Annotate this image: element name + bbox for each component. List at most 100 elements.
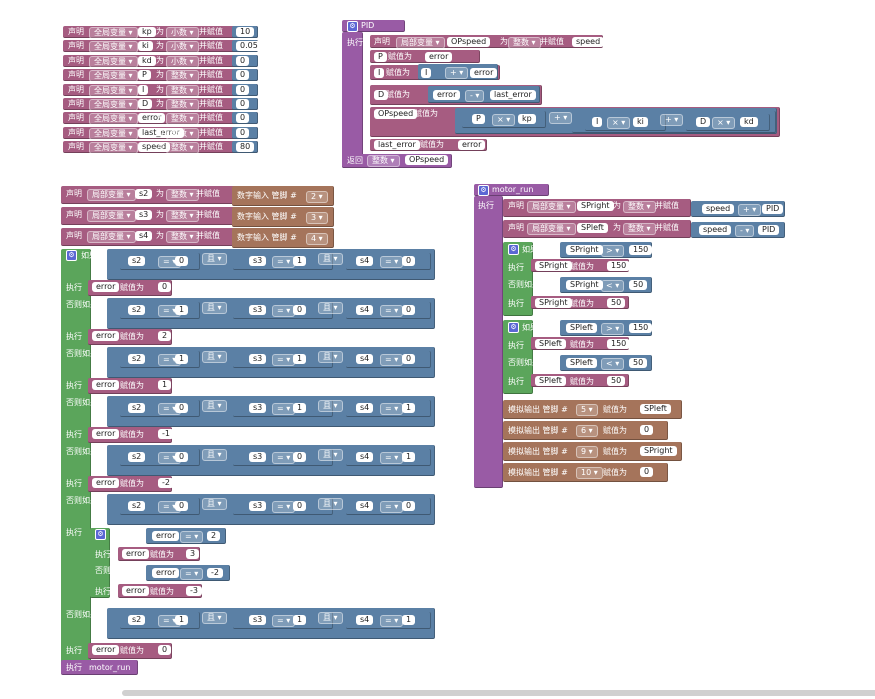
operator-dropdown[interactable]: = [272, 354, 296, 366]
pin-dropdown[interactable]: 2 [306, 191, 328, 203]
number-field[interactable]: 10 [236, 27, 255, 37]
dropdown-field[interactable]: 局部变量 [396, 37, 445, 49]
number-field[interactable]: 0 [402, 501, 416, 511]
var-name-field[interactable]: I [138, 84, 149, 95]
var-ref[interactable]: error [92, 331, 120, 341]
dropdown-field[interactable]: 整数 [166, 210, 199, 222]
number-field[interactable]: 0 [175, 403, 189, 413]
var-name-field[interactable]: SPleft [577, 223, 608, 233]
horizontal-scrollbar[interactable] [122, 690, 875, 696]
operator-dropdown[interactable]: = [272, 501, 296, 513]
operator-dropdown[interactable]: 且 [318, 498, 343, 510]
type-dropdown[interactable]: 小数 [166, 55, 199, 68]
var-name-field[interactable]: kd [138, 55, 156, 66]
operator-dropdown[interactable]: = [380, 452, 404, 464]
var-name-field[interactable]: s4 [135, 231, 153, 241]
operator-dropdown[interactable]: - [735, 225, 755, 237]
operator-dropdown[interactable]: = [380, 403, 404, 415]
var-ref[interactable]: P [472, 114, 485, 124]
value-field[interactable]: SPright [640, 446, 677, 456]
operator-dropdown[interactable]: 且 [318, 449, 343, 461]
var-ref[interactable]: error [122, 549, 150, 559]
var-ref[interactable]: SPright [566, 245, 603, 255]
operator-dropdown[interactable]: + [445, 67, 469, 79]
number-field[interactable]: 3 [186, 549, 200, 559]
var-name-field[interactable]: P [138, 70, 151, 81]
dropdown-field[interactable]: 局部变量 [87, 189, 136, 201]
dropdown-field[interactable]: 整数 [166, 231, 199, 243]
var-ref[interactable]: error [122, 586, 150, 596]
number-field[interactable]: -1 [158, 429, 174, 439]
var-ref[interactable]: SPleft [535, 376, 566, 386]
number-field[interactable]: 1 [293, 403, 307, 413]
var-ref[interactable]: s4 [356, 354, 374, 364]
number-field[interactable]: 1 [293, 354, 307, 364]
var-ref[interactable]: speed [699, 225, 732, 235]
type-dropdown[interactable]: 整数 [367, 155, 400, 167]
var-ref[interactable]: D [374, 90, 389, 100]
number-field[interactable]: 1 [293, 615, 307, 625]
var-ref[interactable]: s3 [249, 256, 267, 266]
var-ref[interactable]: ki [633, 117, 648, 127]
number-field[interactable]: 1 [175, 354, 189, 364]
operator-dropdown[interactable]: 且 [318, 351, 343, 363]
var-ref[interactable]: s2 [128, 354, 146, 364]
var-ref[interactable]: last_error [490, 90, 536, 100]
var-ref[interactable]: error [92, 380, 120, 390]
var-ref[interactable]: PID [758, 225, 780, 235]
operator-dropdown[interactable]: 且 [318, 612, 343, 624]
number-field[interactable]: 150 [607, 261, 631, 271]
operator-dropdown[interactable]: = [380, 305, 404, 317]
operator-dropdown[interactable]: < [601, 280, 625, 292]
var-ref[interactable]: error [458, 140, 486, 150]
number-field[interactable]: 0 [236, 99, 250, 109]
operator-dropdown[interactable]: × [712, 117, 736, 129]
number-field[interactable]: 150 [607, 339, 631, 349]
var-ref[interactable]: s3 [249, 354, 267, 364]
var-name-field[interactable]: s3 [135, 210, 153, 220]
var-ref[interactable]: error [470, 68, 498, 78]
number-field[interactable]: 0 [175, 256, 189, 266]
operator-dropdown[interactable]: + [549, 112, 573, 124]
number-field[interactable]: 1 [402, 452, 416, 462]
number-field[interactable]: 1 [158, 380, 172, 390]
var-ref[interactable]: I [592, 117, 603, 127]
type-dropdown[interactable]: 整数 [166, 84, 199, 97]
function-body-block[interactable] [474, 196, 503, 488]
operator-dropdown[interactable]: + [660, 114, 684, 126]
number-field[interactable]: 0 [158, 282, 172, 292]
operator-dropdown[interactable]: 且 [318, 253, 343, 265]
var-name-field[interactable]: OPspeed [447, 37, 491, 47]
number-field[interactable]: 0 [158, 645, 172, 655]
type-dropdown[interactable]: 整数 [166, 142, 199, 155]
number-field[interactable]: 1 [175, 615, 189, 625]
type-dropdown[interactable]: 整数 [166, 70, 199, 83]
operator-dropdown[interactable]: = [180, 568, 204, 580]
var-ref[interactable]: s2 [128, 501, 146, 511]
operator-dropdown[interactable]: = [380, 256, 404, 268]
number-field[interactable]: 2 [158, 331, 172, 341]
dropdown-field[interactable]: 整数 [623, 223, 656, 235]
var-ref[interactable]: D [696, 117, 711, 127]
number-field[interactable]: -2 [158, 478, 174, 488]
number-field[interactable]: 50 [607, 298, 626, 308]
mutator-gear-icon[interactable]: ⚙ [95, 529, 106, 540]
var-ref[interactable]: SPright [566, 280, 603, 290]
var-ref[interactable]: speed [572, 37, 605, 47]
var-ref[interactable]: s3 [249, 615, 267, 625]
var-ref[interactable]: s4 [356, 501, 374, 511]
var-ref[interactable]: SPleft [566, 323, 597, 333]
mutator-gear-icon[interactable]: ⚙ [508, 244, 519, 255]
operator-dropdown[interactable]: > [601, 323, 625, 335]
type-dropdown[interactable]: 整数 [166, 99, 199, 111]
operator-dropdown[interactable]: = [380, 354, 404, 366]
scope-dropdown[interactable]: 全局变量 [89, 41, 138, 54]
var-ref[interactable]: P [374, 52, 387, 62]
operator-dropdown[interactable]: × [607, 117, 631, 129]
operator-dropdown[interactable]: 且 [318, 400, 343, 412]
var-ref[interactable]: error [433, 90, 461, 100]
nested-if-block[interactable] [90, 528, 110, 598]
dropdown-field[interactable]: 整数 [623, 201, 656, 213]
var-ref[interactable]: s4 [356, 452, 374, 462]
number-field[interactable]: 50 [629, 280, 648, 290]
